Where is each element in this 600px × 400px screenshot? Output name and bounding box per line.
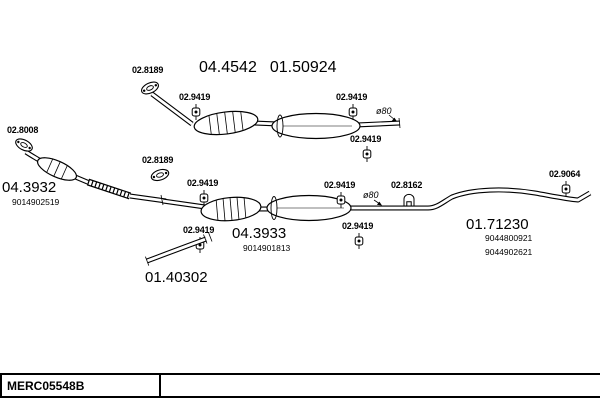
- diameter-label-mid: ø80: [363, 190, 379, 200]
- part-number-top-assembly-2: 01.50924: [269, 59, 337, 76]
- hanger-icon: [561, 180, 571, 198]
- fitting-label-mid-flange: 02.8189: [142, 155, 174, 165]
- catalog-code: MERC05548B: [7, 378, 85, 393]
- flange-icon: [149, 166, 171, 184]
- connector-pipe-drawing: [145, 232, 213, 266]
- muffler-drawing: [266, 194, 352, 222]
- muffler-drawing: [271, 112, 361, 140]
- fitting-label-tail-hanger: 02.9064: [549, 169, 581, 179]
- diameter-arrow: [388, 114, 397, 122]
- flange-icon: [13, 135, 35, 155]
- catalog-code-cell: MERC05548B: [2, 375, 161, 396]
- mid-assembly-drawing: [13, 135, 592, 254]
- fitting-label-mid-hanger-bottom-front: 02.9419: [183, 225, 215, 235]
- exhaust-diagram-canvas: [13, 79, 592, 266]
- part-number-front-pipe: 04.3932: [2, 179, 57, 196]
- diameter-label-top: ø80: [376, 106, 392, 116]
- fitting-label-top-flange: 02.8189: [132, 65, 164, 75]
- fitting-label-top-hanger-front: 02.9419: [179, 92, 211, 102]
- clamp-icon: [403, 193, 415, 207]
- fitting-label-mid-hanger-bottom-rear: 02.9419: [342, 221, 374, 231]
- oe-code-tail-pipe-1: 9044800921: [485, 233, 533, 243]
- fitting-label-clamp: 02.8162: [391, 180, 423, 190]
- catalytic-converter-drawing: [200, 196, 262, 222]
- oe-code-mid-assembly: 9014901813: [243, 243, 291, 253]
- hanger-icon: [354, 232, 364, 250]
- top-assembly-part-numbers: 04.4542 01.50924: [199, 60, 337, 76]
- fitting-label-top-hanger-rear: 02.9419: [336, 92, 368, 102]
- oe-code-front-pipe: 9014902519: [12, 197, 60, 207]
- fitting-label-front-flange: 02.8008: [7, 125, 39, 135]
- catalytic-converter-drawing: [193, 110, 259, 136]
- fitting-label-top-hanger-tail: 02.9419: [350, 134, 382, 144]
- fitting-label-mid-hanger-front: 02.9419: [187, 178, 219, 188]
- hanger-icon: [191, 103, 201, 121]
- part-number-top-assembly: 04.4542: [199, 59, 257, 76]
- part-number-connector-pipe: 01.40302: [145, 269, 208, 286]
- part-number-mid-assembly: 04.3933: [232, 225, 287, 242]
- flange-icon: [139, 79, 161, 97]
- diameter-arrow: [373, 199, 382, 206]
- footer-bar: MERC05548B: [0, 373, 600, 398]
- fitting-label-mid-hanger-rear: 02.9419: [324, 180, 356, 190]
- part-number-tail-pipe: 01.71230: [466, 216, 529, 233]
- top-assembly-drawing: [139, 79, 401, 163]
- front-catalyst-drawing: [36, 157, 78, 181]
- hanger-icon: [362, 145, 372, 163]
- oe-code-tail-pipe-2: 9044902621: [485, 247, 533, 257]
